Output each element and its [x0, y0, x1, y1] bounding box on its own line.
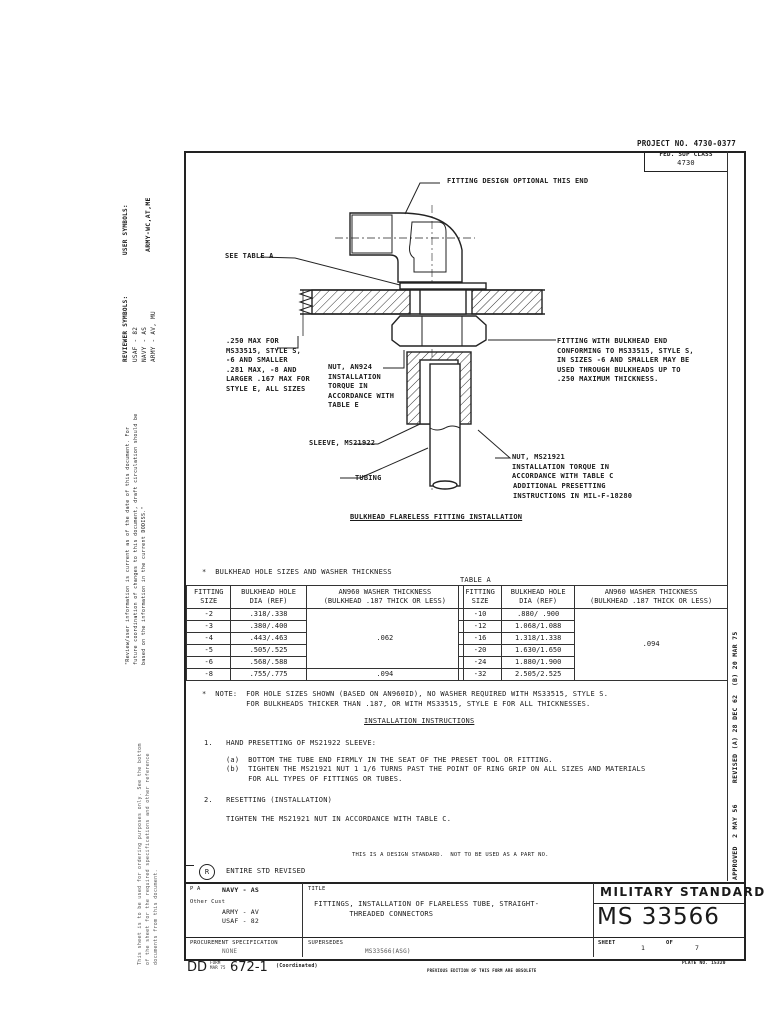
- pa-value: NAVY - AS: [222, 886, 260, 894]
- other-cust-1: ARMY - AV: [222, 908, 260, 916]
- instruction-step-1a: (a) BOTTOM THE TUBE END FIRMLY IN THE SE…: [226, 756, 553, 764]
- callout-tubing: TUBING: [355, 474, 382, 482]
- table-a-right: FITTING SIZE BULKHEAD HOLE DIA (REF) AN9…: [457, 585, 728, 681]
- table-row: -10.880/ .900.094: [457, 608, 728, 681]
- drawing-frame: [184, 151, 746, 961]
- table-row: -2.318/.338.062: [185, 608, 465, 669]
- callout-nut-ms21921: NUT, MS21921 INSTALLATION TORQUE IN ACCO…: [512, 453, 614, 480]
- instruction-step-2-text: TIGHTEN THE MS21921 NUT IN ACCORDANCE WI…: [226, 815, 452, 823]
- instruction-step-1b: (b) TIGHTEN THE MS21921 NUT 1 1/6 TURNS …: [226, 765, 646, 783]
- callout-fitting-design: FITTING DESIGN OPTIONAL THIS END: [447, 177, 589, 185]
- instruction-step-2: 2. RESETTING (INSTALLATION): [204, 796, 333, 804]
- table-a-left: FITTING SIZE BULKHEAD HOLE DIA (REF) AN9…: [185, 585, 465, 681]
- table-a-title: TABLE A: [460, 576, 491, 584]
- table-row: -3.380/.400: [185, 620, 464, 633]
- procurement-spec-label: PROCUREMENT SPECIFICATION: [190, 940, 278, 946]
- pa-label: P A: [190, 886, 201, 892]
- title-label: TITLE: [308, 886, 326, 892]
- document-title: FITTINGS, INSTALLATION OF FLARELESS TUBE…: [314, 900, 540, 918]
- of-label: OF: [666, 940, 674, 946]
- instruction-step-1: 1. HAND PRESETTING OF MS21922 SLEEVE:: [204, 739, 377, 747]
- washer-value: .094: [574, 608, 728, 681]
- table-row: -8.755/.775.094: [185, 668, 465, 681]
- col-washer-thickness: AN960 WASHER THICKNESS (BULKHEAD .187 TH…: [305, 585, 465, 609]
- sheet-total: 7: [695, 944, 700, 952]
- fsc-value: 4730: [677, 159, 695, 167]
- military-standard-label: MILITARY STANDARD: [600, 885, 766, 899]
- design-standard-note: THIS IS A DESIGN STANDARD. NOT TO BE USE…: [352, 852, 549, 858]
- callout-nut-an924: NUT, AN924 INSTALLATION TORQUE IN ACCORD…: [328, 363, 395, 409]
- instructions-title: INSTALLATION INSTRUCTIONS: [364, 717, 475, 725]
- callout-see-table-a: SEE TABLE A: [225, 252, 274, 260]
- sheet-label: SHEET: [598, 940, 616, 946]
- other-cust-label: Other Cust: [190, 899, 226, 905]
- other-cust-2: USAF - 82: [222, 917, 260, 925]
- form-sub: FORM MAR 75: [210, 960, 226, 970]
- revision-note: ENTIRE STD REVISED: [226, 867, 306, 875]
- plate-number: PLATE NO. 15320: [682, 961, 726, 966]
- procurement-spec-value: NONE: [222, 948, 238, 955]
- revision-marker: R: [199, 864, 215, 880]
- washer-value: .062: [305, 608, 465, 669]
- table-a-note: * NOTE: FOR HOLE SIZES SHOWN (BASED ON A…: [202, 690, 609, 708]
- col-bulkhead-hole: BULKHEAD HOLE DIA (REF): [501, 585, 576, 609]
- drawing-caption: BULKHEAD FLARELESS FITTING INSTALLATION: [350, 513, 523, 521]
- callout-fitting-bulkhead: FITTING WITH BULKHEAD END CONFORMING TO …: [557, 337, 694, 383]
- supersedes-label: SUPERSEDES: [308, 940, 344, 946]
- ms-number: MS 33566: [597, 904, 720, 930]
- project-number: PROJECT NO. 4730-0377: [637, 139, 737, 148]
- sheet-number: 1: [641, 944, 646, 952]
- form-coordinated: (Coordinated): [276, 963, 318, 969]
- washer-value: .094: [305, 668, 465, 681]
- col-fitting-size: FITTING SIZE: [457, 585, 503, 609]
- callout-sleeve: SLEEVE, MS21922: [309, 439, 376, 447]
- col-bulkhead-hole: BULKHEAD HOLE DIA (REF): [230, 585, 307, 609]
- callout-max-thickness: .250 MAX FOR MS33515, STYLE S, -6 AND SM…: [226, 337, 310, 393]
- previous-edition-note: PREVIOUS EDITION OF THIS FORM ARE OBSOLE…: [427, 968, 537, 973]
- form-number: 672-1: [230, 960, 268, 975]
- approval-strip-divider: [727, 151, 728, 881]
- form-dd: DD: [187, 960, 208, 975]
- fsc-label: FED. SUP CLASS: [659, 151, 713, 158]
- supersedes-value: MS33566(ASG): [365, 948, 411, 955]
- table-a-intro: * BULKHEAD HOLE SIZES AND WASHER THICKNE…: [202, 568, 392, 576]
- callout-presetting: ADDITIONAL PRESETTING INSTRUCTIONS IN MI…: [513, 482, 633, 500]
- col-fitting-size: FITTING SIZE: [185, 585, 232, 609]
- col-washer-thickness: AN960 WASHER THICKNESS (BULKHEAD .187 TH…: [574, 585, 728, 609]
